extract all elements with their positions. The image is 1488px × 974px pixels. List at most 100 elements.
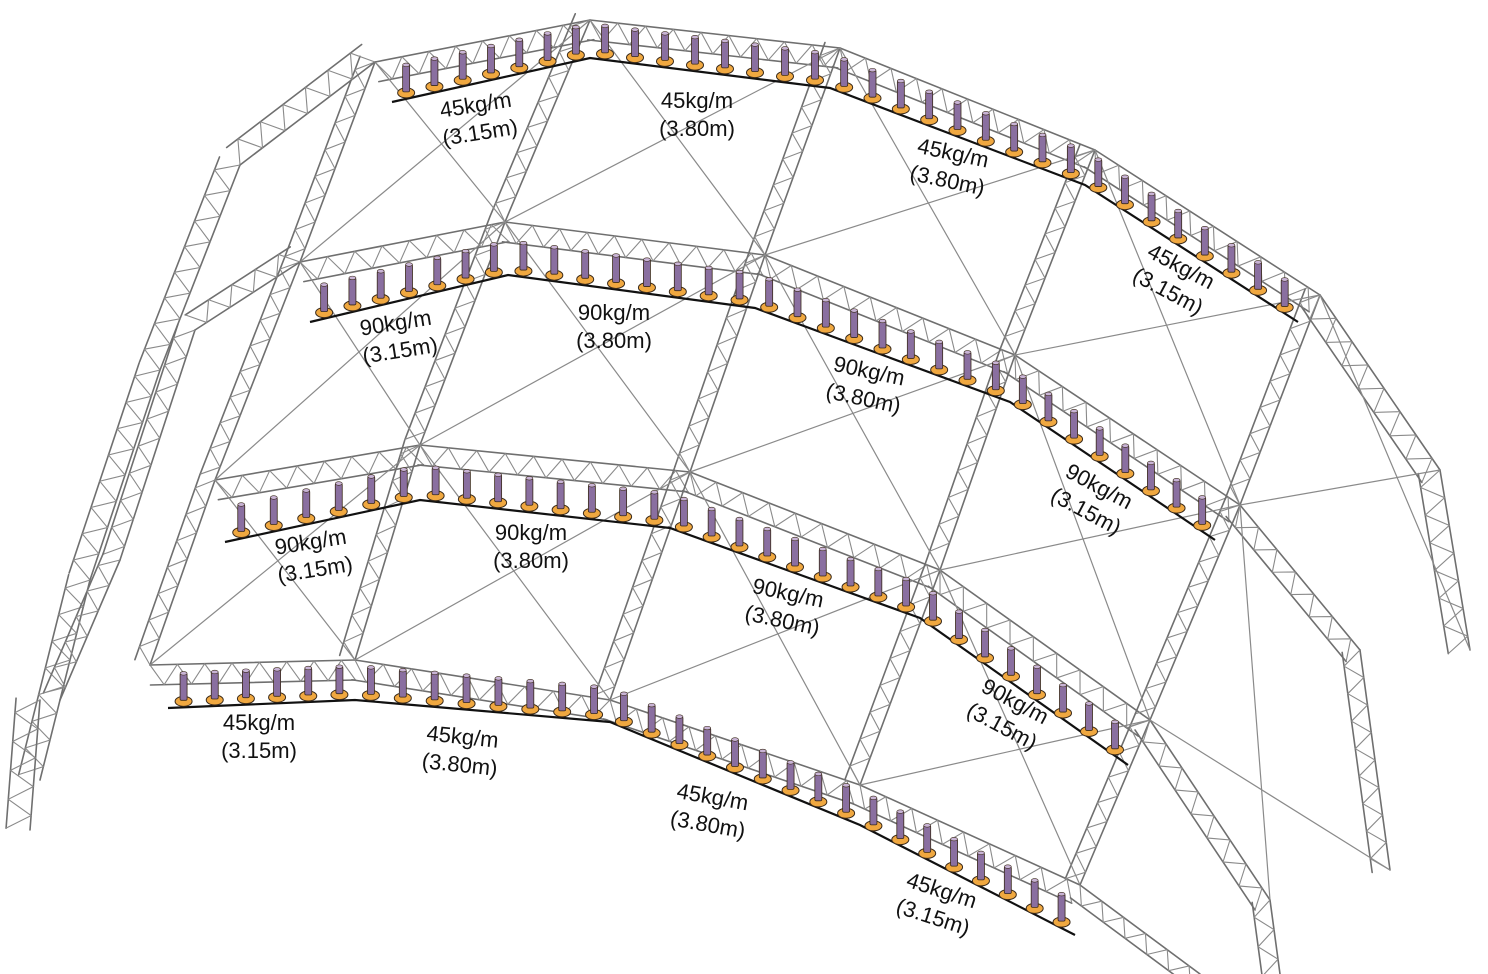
truss-web <box>419 444 689 493</box>
hoist-body <box>902 578 911 607</box>
hoist-cap <box>822 298 830 303</box>
truss-chord <box>1149 504 1241 721</box>
truss-chord <box>5 697 17 829</box>
truss-web <box>18 579 91 776</box>
hoist-marker <box>482 43 500 80</box>
hoist-cap <box>402 62 410 67</box>
hoist-body <box>735 271 744 300</box>
hoist-cap <box>675 714 684 719</box>
hoist-body <box>1044 393 1053 422</box>
truss-chord <box>1239 504 1361 651</box>
truss-chord <box>194 261 301 331</box>
hoist-marker <box>837 783 856 819</box>
brace-cable <box>609 569 941 701</box>
hoist-marker <box>626 27 644 64</box>
brace-cable <box>1149 719 1391 871</box>
hoist-cap <box>1121 174 1129 179</box>
hoist-marker <box>1039 391 1058 428</box>
truss-chord <box>184 246 292 316</box>
hoist-marker <box>397 62 416 99</box>
truss-web <box>764 254 1009 374</box>
left-wing-inner-truss <box>42 246 301 701</box>
load-label-r1a: 45kg/m (3.15m) <box>438 87 519 151</box>
truss-web <box>404 221 506 440</box>
truss-segment <box>138 156 241 371</box>
hoist-cap <box>1057 892 1066 897</box>
truss-web <box>374 19 591 80</box>
truss-web <box>494 19 591 223</box>
truss-chord <box>1069 897 1175 974</box>
hoist-cap <box>334 481 343 486</box>
hoist-cap <box>1094 157 1103 162</box>
hoist-cap <box>842 783 850 788</box>
hoist-marker <box>538 31 557 67</box>
radial-truss-1 <box>134 55 376 666</box>
hoist-body <box>981 112 990 141</box>
hoist-body <box>935 341 944 370</box>
truss-chord <box>59 559 121 701</box>
right-wing-truss <box>1301 294 1471 655</box>
hoist-body <box>751 44 759 73</box>
truss-chord <box>225 43 363 149</box>
hoist-body <box>237 504 246 532</box>
truss-web <box>1229 294 1321 506</box>
truss-web <box>589 19 841 68</box>
truss-web <box>354 659 611 719</box>
truss-web <box>72 369 161 581</box>
load-label-r3b: 90kg/m (3.80m) <box>493 520 569 573</box>
hoist-cap <box>179 671 188 676</box>
truss-segment <box>299 221 510 283</box>
hoist-body <box>929 592 937 621</box>
hoist-body <box>977 852 985 881</box>
hoist-cap <box>515 37 524 42</box>
hoist-marker <box>489 472 508 509</box>
hoist-cap <box>572 25 580 30</box>
hoist-cap <box>846 556 855 562</box>
hoist-body <box>402 64 411 93</box>
hoist-cap <box>818 546 827 552</box>
hoist-body <box>1111 721 1119 750</box>
truss-segment <box>184 246 301 331</box>
hoist-cap <box>273 667 281 672</box>
hoist-marker <box>484 242 503 278</box>
truss-chord <box>1439 469 1471 651</box>
hoist-body <box>758 750 767 779</box>
hoist-body <box>763 528 772 557</box>
truss-web <box>1065 719 1151 880</box>
hoist-body <box>814 773 823 802</box>
brace-cable <box>764 254 941 571</box>
truss-segment <box>1134 719 1271 911</box>
hoist-body <box>367 666 375 695</box>
hoist-marker <box>656 31 674 67</box>
truss-chord <box>689 471 941 571</box>
hoist-cap <box>814 771 823 776</box>
hoist-cap <box>878 318 887 324</box>
hoist-body <box>405 264 413 292</box>
brace-cable <box>1014 354 1151 721</box>
brace-cable <box>1014 294 1321 356</box>
hoist-marker <box>746 42 764 79</box>
truss-chord <box>338 439 406 657</box>
hoist-marker <box>520 476 539 512</box>
hoist-marker <box>835 57 854 93</box>
hoist-body <box>399 469 408 497</box>
hoist-body <box>1094 159 1103 187</box>
hoist-marker <box>1167 478 1186 514</box>
truss-segment <box>844 563 941 786</box>
hoist-cap <box>1030 878 1039 883</box>
right-front-brace-truss <box>1069 884 1201 974</box>
hoist-body <box>612 255 620 283</box>
hoist-cap <box>612 253 620 258</box>
hoist-marker <box>869 566 888 603</box>
hoist-marker <box>1065 409 1084 445</box>
hoist-marker <box>521 679 540 715</box>
load-beams <box>167 56 1299 936</box>
hoist-marker <box>668 261 687 298</box>
hoist-body <box>302 490 311 518</box>
load-label-r4d: 45kg/m (3.15m) <box>893 867 980 940</box>
hoist-cap <box>765 277 773 282</box>
hoist-cap <box>1147 191 1156 196</box>
brace-cable <box>689 471 861 786</box>
hoist-marker <box>400 262 418 298</box>
hoist-cap <box>869 795 878 800</box>
